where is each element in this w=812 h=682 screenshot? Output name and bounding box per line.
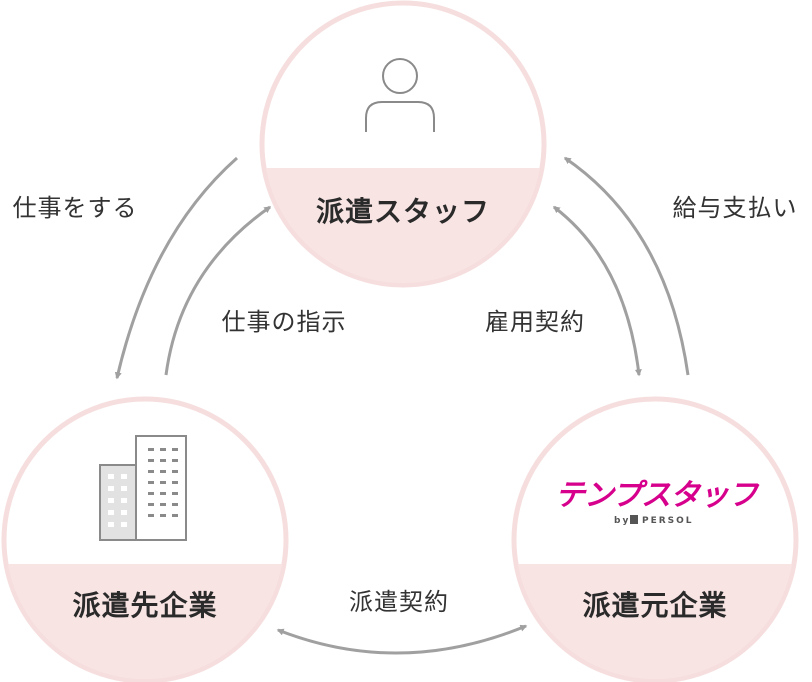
arrow-salary <box>563 156 690 376</box>
arrow-dispatch-contract <box>276 624 528 655</box>
arrow-instruction <box>164 205 272 376</box>
label-work: 仕事をする <box>13 194 138 222</box>
person-icon <box>365 58 435 132</box>
logo-wordmark: テンプスタッフ <box>555 478 760 513</box>
arrow-work <box>114 156 238 380</box>
tempstaff-logo: テンプスタッフ by PERSOL <box>555 478 761 526</box>
label-employment: 雇用契約 <box>485 308 585 336</box>
node-client-company: 派遣先企業 <box>1 396 289 682</box>
staff-label: 派遣スタッフ <box>316 195 490 228</box>
label-instruction: 仕事の指示 <box>222 308 347 336</box>
agency-company-label: 派遣元企業 <box>582 589 727 622</box>
building-icon <box>99 435 187 541</box>
node-agency-company: テンプスタッフ by PERSOL 派遣元企業 <box>511 396 799 682</box>
logo-brand-text: PERSOL <box>642 516 694 526</box>
label-salary: 給与支払い <box>673 194 798 222</box>
label-dispatch-contract: 派遣契約 <box>349 588 449 616</box>
persol-mark-icon <box>630 515 638 524</box>
arrow-employment <box>552 205 642 377</box>
logo-by-text: by <box>614 516 630 526</box>
client-company-label: 派遣先企業 <box>72 589 217 622</box>
node-dispatch-staff: 派遣スタッフ <box>259 0 547 288</box>
